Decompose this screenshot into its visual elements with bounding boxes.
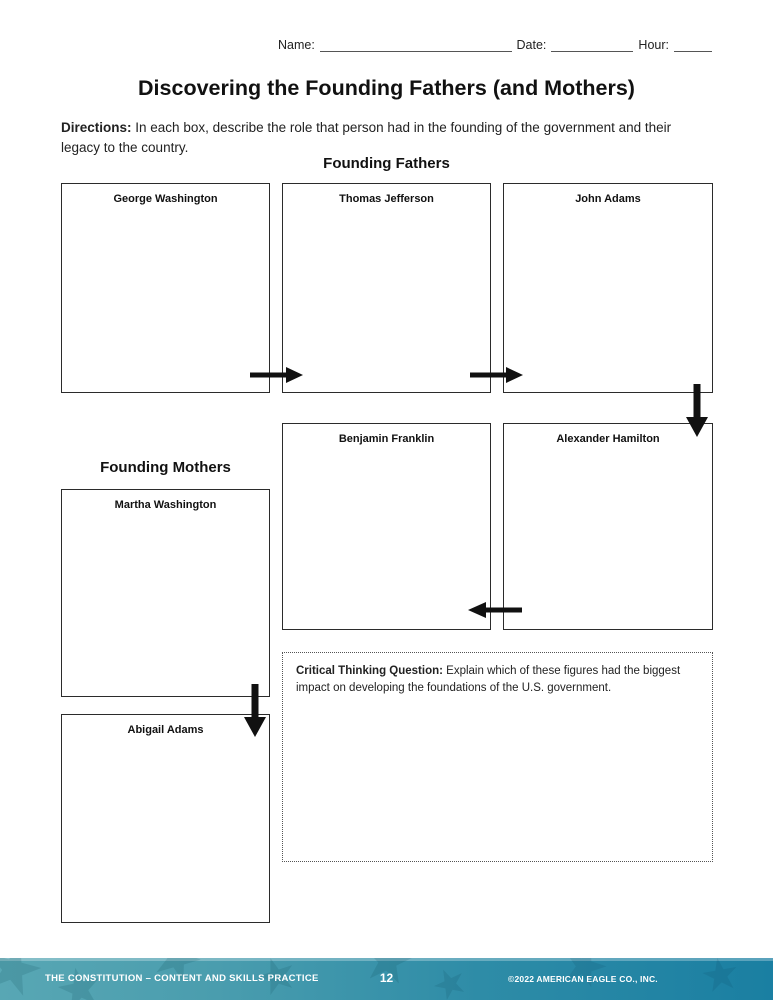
name-label: Name: [278,38,315,52]
answer-box-john-adams: John Adams [503,183,713,393]
answer-box-alexander-hamilton: Alexander Hamilton [503,423,713,630]
box-label-george-washington: George Washington [113,193,218,205]
arrow-left-icon [468,602,522,618]
founding-mothers-heading: Founding Mothers [100,459,231,476]
box-label-alexander-hamilton: Alexander Hamilton [556,433,660,445]
star-icon: ★ [424,958,476,1000]
founding-fathers-heading: Founding Fathers [323,155,450,172]
date-blank-line [551,39,634,52]
box-label-benjamin-franklin: Benjamin Franklin [338,433,435,445]
arrow-down-icon [244,684,266,737]
critical-thinking-box: Critical Thinking Question: Explain whic… [282,652,713,862]
date-label: Date: [516,38,547,52]
answer-box-abigail-adams: Abigail Adams [61,714,270,923]
hour-blank-line [674,39,712,52]
critical-thinking-text: Explain which of these figures had the b… [296,665,681,694]
directions-label: Directions: [61,120,132,135]
box-label-martha-washington: Martha Washington [114,499,217,511]
answer-box-martha-washington: Martha Washington [61,489,270,697]
footer-series-title: THE CONSTITUTION – CONTENT AND SKILLS PR… [45,973,319,984]
directions-text: In each box, describe the role that pers… [61,120,672,155]
box-label-john-adams: John Adams [575,193,641,205]
footer-bar: ★ ★ ★ ★ ★ ★ ★ ★ THE CONSTITUTION – CONTE… [0,958,773,1000]
arrow-right-icon [250,367,303,383]
answer-box-george-washington: George Washington [61,183,270,393]
hour-label: Hour: [638,38,669,52]
star-icon: ★ [695,958,745,1000]
directions: Directions: In each box, describe the ro… [61,118,706,158]
name-date-hour-row: Name: Date: Hour: [278,38,712,52]
footer-copyright: ©2022 AMERICAN EAGLE CO., INC. [508,974,658,984]
page-title: Discovering the Founding Fathers (and Mo… [138,76,635,100]
box-label-thomas-jefferson: Thomas Jefferson [339,193,434,205]
footer-page-number: 12 [379,971,394,985]
answer-box-thomas-jefferson: Thomas Jefferson [282,183,491,393]
box-label-abigail-adams: Abigail Adams [127,724,204,736]
critical-thinking-label: Critical Thinking Question: [296,665,443,677]
name-blank-line [319,39,512,52]
answer-box-benjamin-franklin: Benjamin Franklin [282,423,491,630]
arrow-right-icon [470,367,523,383]
arrow-down-icon [686,384,708,437]
